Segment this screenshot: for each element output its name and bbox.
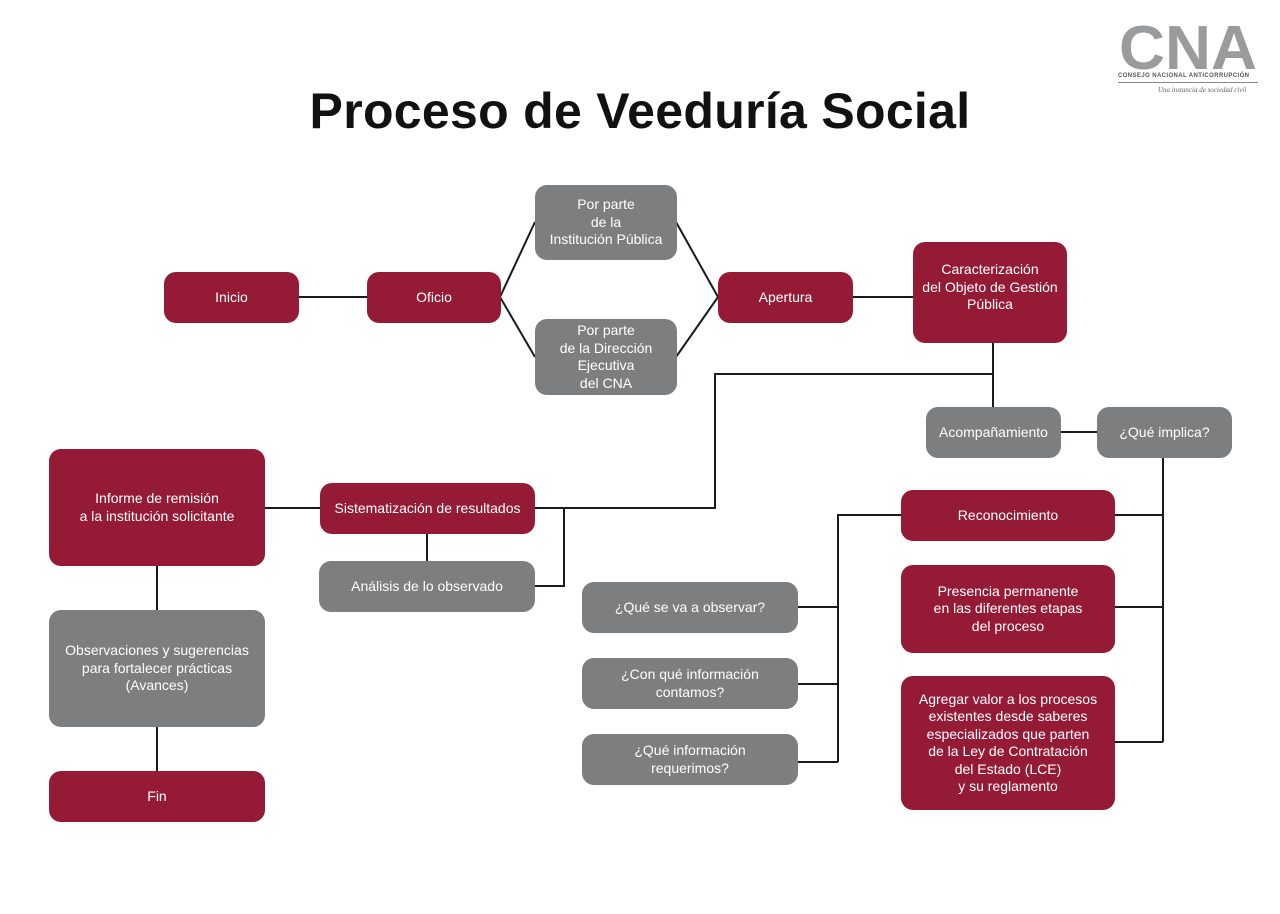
cna-logo: CNA CONSEJO NACIONAL ANTICORRUPCIÓN Una … xyxy=(1118,20,1258,100)
logo-acronym: CNA xyxy=(1119,20,1257,72)
node-direccion-ejecutiva: Por parte de la Dirección Ejecutiva del … xyxy=(535,319,677,395)
node-acompanamiento: Acompañamiento xyxy=(926,407,1061,458)
node-sistematizacion: Sistematización de resultados xyxy=(320,483,535,534)
connector-direccion-apertura xyxy=(675,296,719,358)
connector-caracterizacion-sistematizacion xyxy=(535,373,993,509)
node-agregar-valor: Agregar valor a los procesos existentes … xyxy=(901,676,1115,810)
node-fin: Fin xyxy=(49,771,265,822)
node-caracterizacion: Caracterización del Objeto de Gestión Pú… xyxy=(913,242,1067,343)
node-informe-remision: Informe de remisión a la institución sol… xyxy=(49,449,265,566)
node-que-implica: ¿Qué implica? xyxy=(1097,407,1232,458)
node-que-se-va-a-observar: ¿Qué se va a observar? xyxy=(582,582,798,633)
page-title: Proceso de Veeduría Social xyxy=(309,83,971,139)
node-observaciones-sugerencias: Observaciones y sugerencias para fortale… xyxy=(49,610,265,727)
logo-tagline: Una instancia de sociedad civil xyxy=(1158,86,1247,94)
node-presencia-permanente: Presencia permanente en las diferentes e… xyxy=(901,565,1115,653)
cna-logo-mark: CNA xyxy=(1119,20,1257,72)
connector-oficio-direccion xyxy=(499,296,536,358)
connector-analisis-sistematizacion xyxy=(535,507,565,587)
node-que-informacion-requerimos: ¿Qué información requerimos? xyxy=(582,734,798,785)
connector-reconocimiento-questions xyxy=(837,514,901,762)
connector-oficio-institucion xyxy=(499,221,536,298)
node-reconocimiento: Reconocimiento xyxy=(901,490,1115,541)
node-institucion-publica: Por parte de la Institución Pública xyxy=(535,185,677,260)
logo-divider xyxy=(1118,82,1258,83)
node-apertura: Apertura xyxy=(718,272,853,323)
connector-institucion-apertura xyxy=(675,221,719,298)
node-con-que-informacion: ¿Con qué información contamos? xyxy=(582,658,798,709)
node-analisis-observado: Análisis de lo observado xyxy=(319,561,535,612)
node-oficio: Oficio xyxy=(367,272,501,323)
node-inicio: Inicio xyxy=(164,272,299,323)
logo-name: CONSEJO NACIONAL ANTICORRUPCIÓN xyxy=(1118,73,1250,79)
